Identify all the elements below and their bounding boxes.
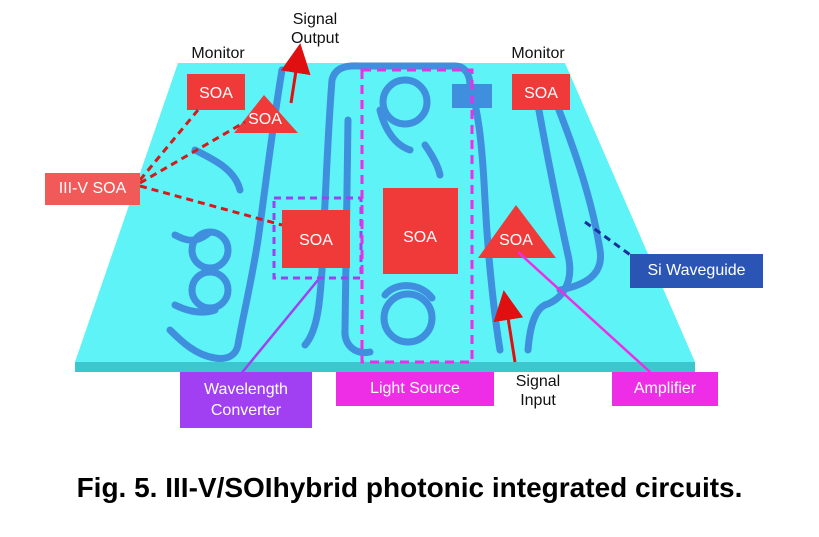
wavelength-converter-callout: Wavelength Converter bbox=[180, 372, 312, 428]
soa-block-amplifier-triangle bbox=[478, 205, 556, 258]
iii-v-soa-callout: III-V SOA bbox=[45, 173, 140, 205]
signal-output-arrow bbox=[280, 43, 311, 104]
signal-input-line1: Signal bbox=[515, 373, 561, 390]
soa-labels: SOA SOA SOA SOA SOA SOA bbox=[199, 85, 558, 249]
wavelength-converter-line2: Converter bbox=[210, 402, 282, 419]
signal-output-label: Signal Output bbox=[275, 10, 355, 48]
soa-block-wavelength-converter bbox=[282, 210, 350, 268]
soa-block-monitor-right bbox=[512, 74, 570, 110]
soa-label-6: SOA bbox=[524, 85, 558, 102]
monitor-right-label: Monitor bbox=[511, 45, 565, 62]
soa-block-monitor-left bbox=[187, 74, 245, 110]
signal-input-label: Signal Input bbox=[498, 372, 578, 410]
signal-output-line2: Output bbox=[290, 30, 340, 47]
wavelength-converter-line1: Wavelength bbox=[204, 381, 288, 398]
si-waveguide-callout: Si Waveguide bbox=[630, 254, 763, 288]
soa-block-light-source bbox=[383, 188, 458, 274]
monitor-left-label: Monitor bbox=[191, 45, 245, 62]
soa-label-2: SOA bbox=[248, 111, 282, 128]
si-waveguides bbox=[166, 62, 604, 362]
signal-input-line2: Input bbox=[520, 392, 556, 409]
photonic-circuit-diagram: SOA SOA SOA SOA SOA SOA bbox=[75, 43, 695, 376]
amplifier-callout: Amplifier bbox=[612, 372, 718, 406]
light-source-callout: Light Source bbox=[336, 372, 494, 406]
soa-label-3: SOA bbox=[299, 232, 333, 249]
soa-blocks bbox=[187, 74, 570, 274]
iii-v-soa-pointers bbox=[138, 109, 283, 227]
signal-output-line1: Signal bbox=[292, 11, 338, 28]
signal-input-arrow bbox=[493, 290, 524, 363]
soa-label-5: SOA bbox=[499, 232, 533, 249]
light-source-region bbox=[360, 68, 474, 364]
substrate-side bbox=[75, 362, 695, 372]
amplifier-pointer bbox=[517, 251, 651, 373]
soa-label-4: SOA bbox=[403, 229, 437, 246]
wavelength-converter-pointer bbox=[239, 279, 319, 376]
figure-caption: Fig. 5. III-V/SOIhybrid photonic integra… bbox=[76, 472, 743, 503]
soa-label-1: SOA bbox=[199, 85, 233, 102]
soa-block-output-triangle bbox=[234, 95, 298, 133]
